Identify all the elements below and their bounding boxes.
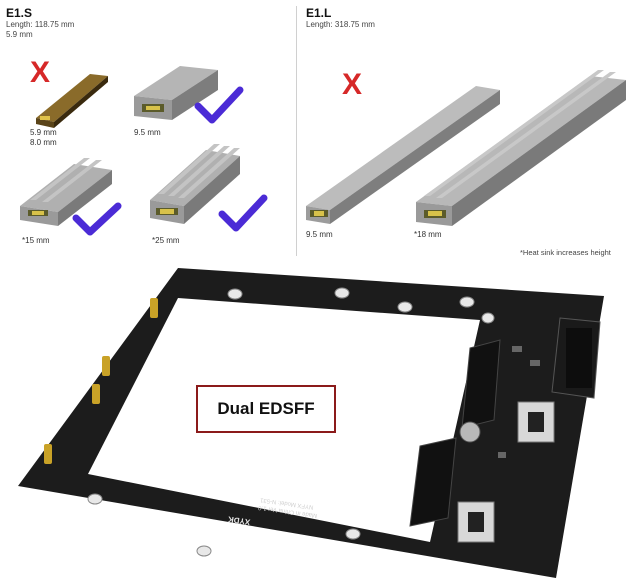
e1l-18mm-module-image	[416, 70, 626, 226]
e1s-caption-25: *25 mm	[152, 236, 180, 245]
e1s-25mm-module-image	[150, 144, 240, 224]
standoff	[92, 384, 100, 404]
e1s-15mm-module-image	[20, 158, 112, 226]
edsff-connector-1	[461, 339, 501, 429]
mount-hole	[481, 312, 495, 324]
e1s-title: E1.S	[6, 6, 33, 20]
e1s-5.9mm-module-image	[36, 74, 108, 128]
supported-check-icon	[194, 86, 244, 124]
mount-hole	[87, 493, 103, 505]
edsff-connector-2	[409, 437, 457, 527]
e1l-length: Length: 318.75 mm	[306, 20, 375, 29]
e1s-caption-5.9: 5.9 mm	[30, 128, 57, 137]
supported-check-icon	[218, 194, 268, 232]
e1l-caption-18: *18 mm	[414, 230, 442, 239]
mount-hole	[334, 287, 350, 299]
mount-hole	[459, 296, 475, 308]
standoff	[102, 356, 110, 376]
unsupported-cross-icon: X	[30, 56, 51, 89]
mount-hole	[196, 545, 212, 557]
e1l-title: E1.L	[306, 6, 332, 20]
standoff	[150, 298, 158, 318]
dual-edsff-label: Dual EDSFF	[196, 385, 336, 433]
heatsink-note: *Heat sink increases height	[520, 248, 611, 257]
e1s-caption-15: *15 mm	[22, 236, 50, 245]
mount-hole	[227, 288, 243, 300]
mount-hole	[345, 528, 361, 540]
e1s-caption-9.5: 9.5 mm	[134, 128, 161, 137]
e1s-length: Length: 118.75 mm	[6, 20, 75, 29]
e1s-thickness: 5.9 mm	[6, 30, 33, 39]
capacitor	[459, 421, 481, 443]
unsupported-cross-icon: X	[342, 68, 363, 101]
e1s-9.5mm-module-image	[134, 66, 218, 120]
e1l-9.5mm-module-image	[306, 86, 500, 224]
supported-check-icon	[72, 202, 122, 236]
panel-divider	[296, 6, 297, 256]
standoff	[44, 444, 52, 464]
mount-hole	[397, 301, 413, 313]
e1s-caption-8.0: 8.0 mm	[30, 138, 57, 147]
e1l-caption-9.5: 9.5 mm	[306, 230, 333, 239]
